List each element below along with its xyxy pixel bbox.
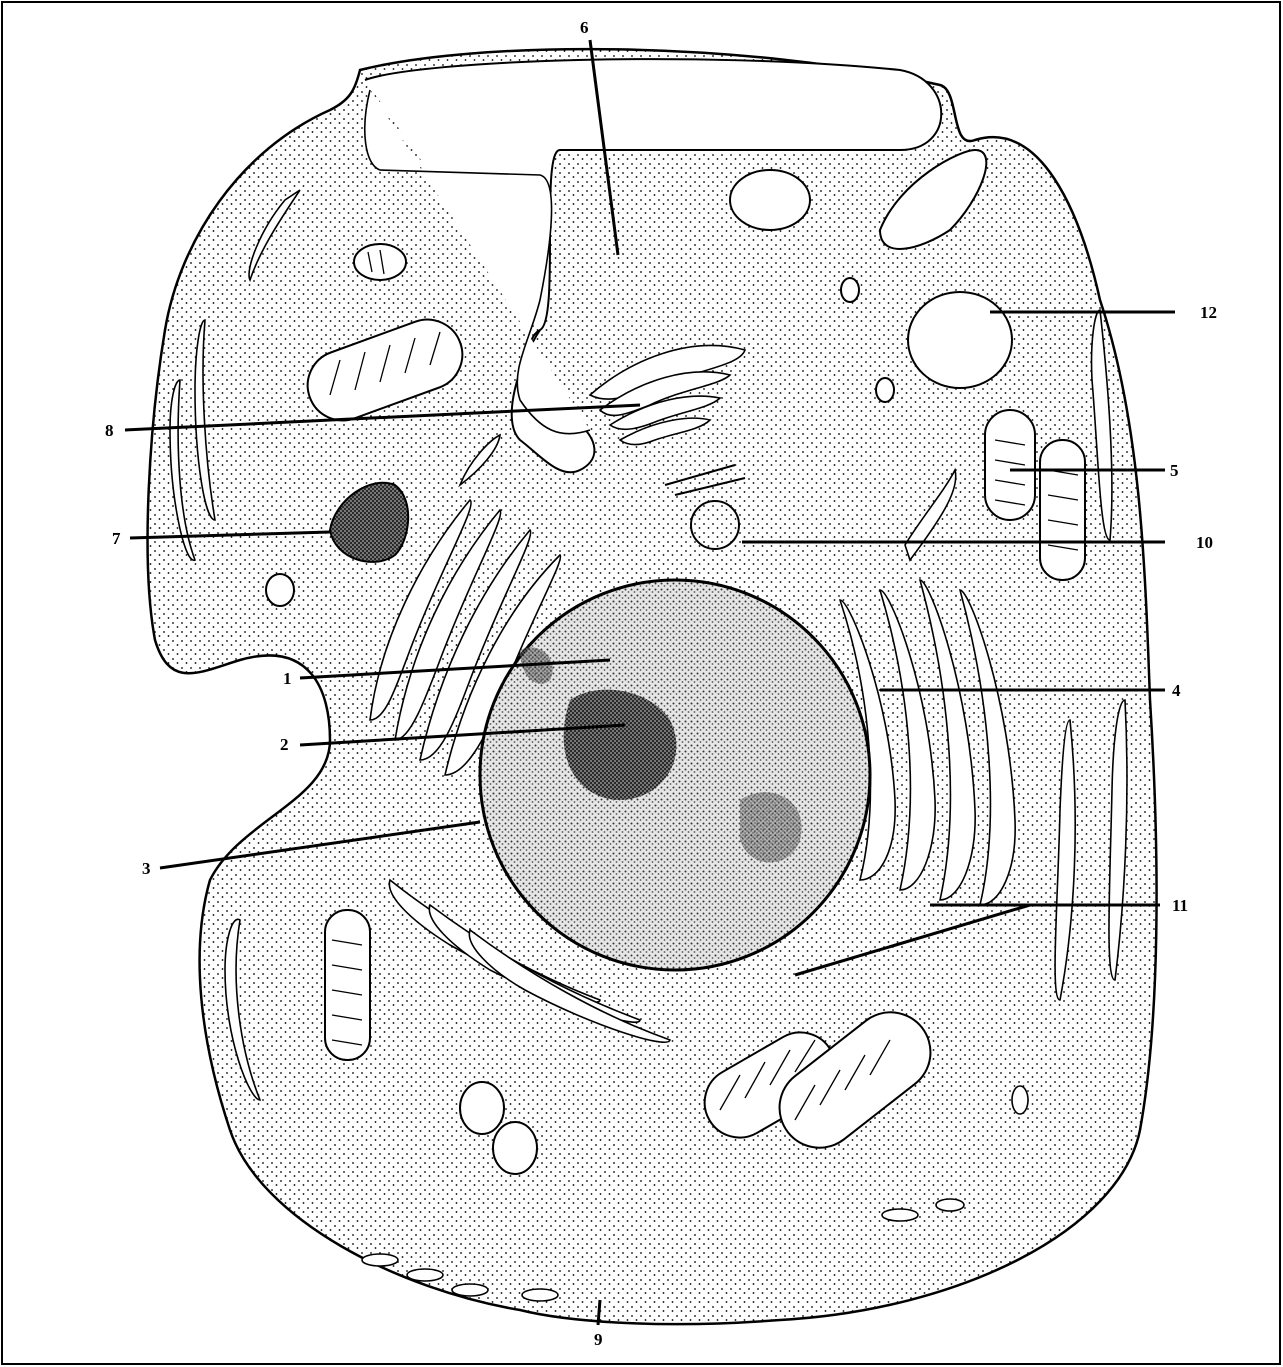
- mitochondrion: [1040, 440, 1085, 580]
- vacuole: [730, 170, 810, 230]
- mitochondrion: [985, 410, 1035, 520]
- label-9: 9: [594, 1330, 603, 1349]
- vacuole-small: [841, 278, 859, 302]
- mitochondrion: [325, 910, 370, 1060]
- mitochondrion: [354, 244, 406, 280]
- nucleus: [480, 580, 870, 970]
- ribosome-cluster: [691, 501, 739, 549]
- leader-9: [598, 1300, 600, 1325]
- vacuole-small: [266, 574, 294, 606]
- label-10: 10: [1196, 533, 1213, 552]
- label-8: 8: [105, 421, 114, 440]
- label-7: 7: [112, 529, 121, 548]
- label-1: 1: [283, 669, 292, 688]
- label-11: 11: [1172, 896, 1188, 915]
- label-12: 12: [1200, 303, 1217, 322]
- vacuole-large: [908, 292, 1012, 388]
- label-4: 4: [1172, 681, 1181, 700]
- label-5: 5: [1170, 461, 1179, 480]
- label-3: 3: [142, 859, 151, 878]
- label-2: 2: [280, 735, 289, 754]
- label-6: 6: [580, 18, 589, 37]
- vacuole-small: [876, 378, 894, 402]
